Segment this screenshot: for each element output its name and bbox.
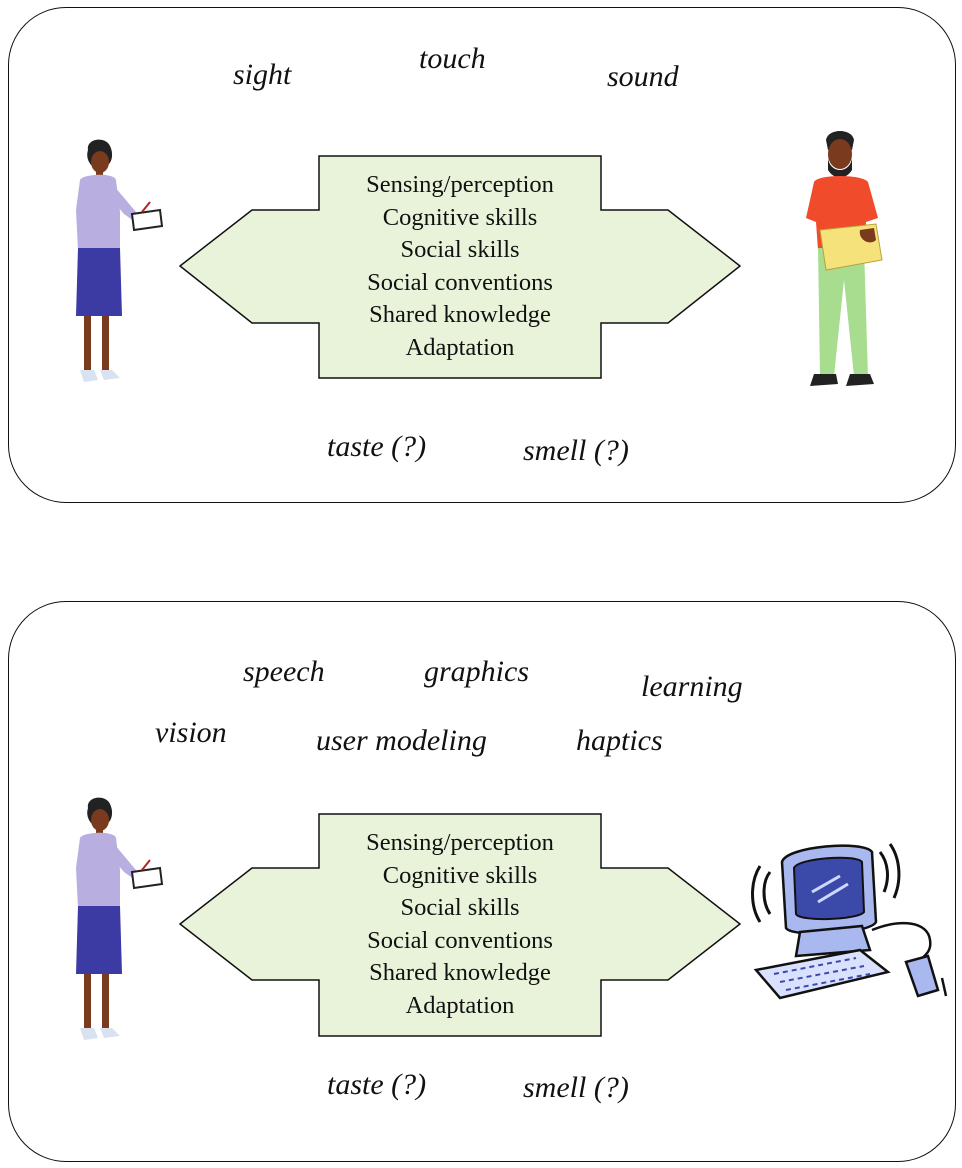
woman-with-clipboard-icon [76, 139, 164, 382]
tech-graphics: graphics [424, 655, 529, 688]
woman-with-clipboard-icon [76, 797, 164, 1040]
tech-learning: learning [641, 670, 743, 703]
man-with-folder-icon [806, 131, 883, 386]
sense-smell: smell (?) [523, 434, 629, 467]
skill-cognitive: Cognitive skills [382, 861, 538, 889]
double-arrow-top [178, 155, 742, 379]
sense-taste-bottom: taste (?) [327, 1068, 427, 1101]
tech-haptics: haptics [576, 724, 663, 757]
skill-sensing: Sensing/perception [366, 829, 554, 856]
sense-sight: sight [233, 58, 292, 91]
skill-social: Social skills [400, 236, 520, 263]
tech-user-modeling: user modeling [316, 724, 487, 757]
human-human-panel [8, 7, 956, 503]
sense-smell-bottom: smell (?) [523, 1071, 629, 1104]
skill-adaptation: Adaptation [405, 991, 515, 1019]
sense-touch: touch [419, 42, 486, 75]
sense-taste: taste (?) [327, 430, 427, 463]
tech-vision: vision [155, 716, 227, 749]
human-computer-panel [8, 601, 956, 1162]
skill-knowledge: Shared knowledge [369, 301, 551, 328]
skill-sensing: Sensing/perception [366, 171, 554, 198]
skill-cognitive: Cognitive skills [382, 203, 538, 231]
tech-speech: speech [243, 655, 325, 688]
skills-list-bottom: Sensing/perception Cognitive skills Soci… [319, 827, 601, 1022]
skills-list-top: Sensing/perception Cognitive skills Soci… [319, 169, 601, 364]
computer-icon [751, 843, 948, 1000]
skill-social: Social skills [400, 894, 520, 921]
skill-adaptation: Adaptation [405, 333, 515, 361]
skill-conventions: Social conventions [367, 926, 553, 954]
skill-conventions: Social conventions [367, 268, 553, 296]
skill-knowledge: Shared knowledge [369, 959, 551, 986]
sense-sound: sound [607, 60, 679, 93]
